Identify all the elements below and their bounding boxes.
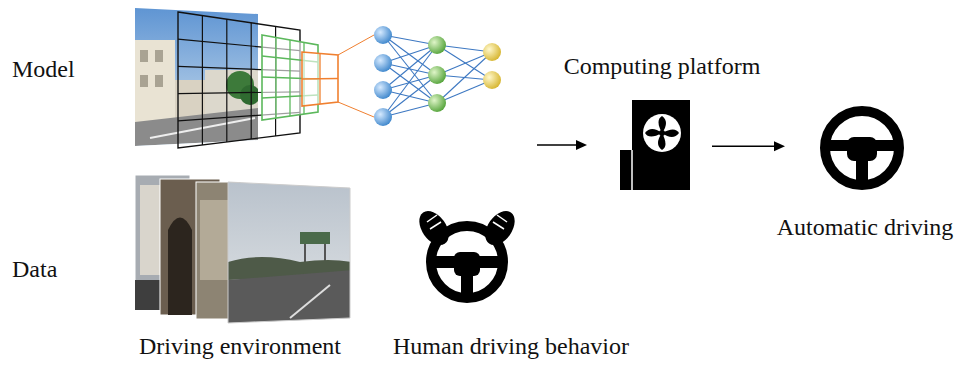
arrow-head	[774, 141, 785, 151]
icon-label: Automatic driving	[777, 213, 954, 242]
caption-label: Driving environment	[139, 332, 341, 361]
gpu-icon: Computing platform	[612, 95, 712, 195]
caption-label: Human driving behavior	[393, 332, 629, 361]
row-label: Data	[12, 255, 57, 284]
arrow-connector	[712, 141, 785, 151]
icon-label: Computing platform	[564, 52, 761, 81]
row-label: Model	[12, 55, 75, 84]
wheel-icon: Automatic driving	[785, 100, 945, 195]
connector-line	[712, 145, 776, 147]
